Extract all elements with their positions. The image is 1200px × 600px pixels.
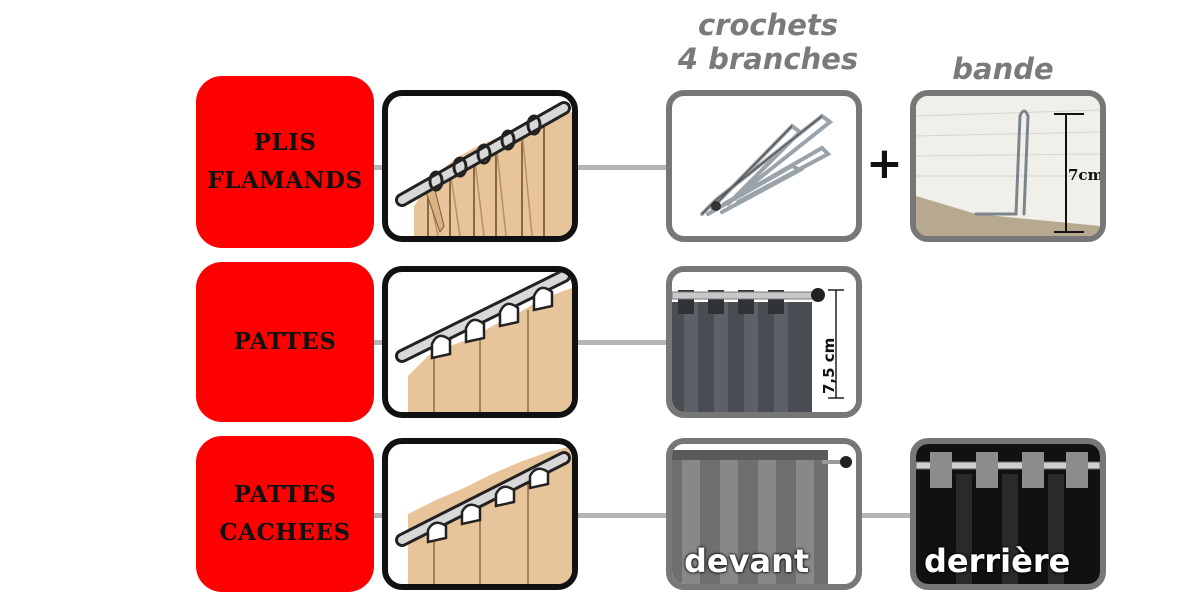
thumb-pattes (382, 266, 578, 418)
label-line: CACHEES (219, 519, 351, 546)
curtain-rod-hidden-tab-icon (395, 446, 572, 584)
photo-bande: 7cm (910, 90, 1106, 242)
connector-row3 (578, 513, 668, 518)
label-pattes-cachees: PATTES CACHEES (196, 436, 374, 592)
label-line: FLAMANDS (207, 167, 363, 194)
crochets-heading-line2: 4 branches (677, 42, 859, 76)
photo-crochets (666, 90, 862, 242)
crochets-heading-line1: crochets (697, 8, 839, 42)
connector-row2 (578, 340, 668, 345)
connector-row1-left (374, 165, 388, 170)
thumb-plis-flamands (382, 90, 578, 242)
caption-derriere: derrière (924, 542, 1071, 580)
photo-pattes: 7,5 cm (666, 266, 862, 418)
connector-row3-left (374, 513, 388, 518)
crochets-heading: crochets 4 branches (668, 8, 868, 76)
pattes-measure: 7,5 cm (820, 338, 838, 394)
plus-sign: + (866, 138, 903, 189)
bande-heading: bande (952, 52, 1054, 86)
label-line: PLIS (253, 129, 317, 156)
connector-row2-left (374, 340, 388, 345)
caption-devant: devant (684, 542, 810, 580)
connector-row1 (578, 165, 668, 170)
hidden-tab-front-photo (672, 444, 856, 584)
thumb-pattes-cachees (382, 438, 578, 590)
tab-top-photo: 7,5 cm (672, 272, 856, 412)
pleat-tape-icon: 7cm (916, 96, 1100, 236)
curtain-rod-pinch-pleat-icon (395, 101, 572, 236)
bande-measure: 7cm (1068, 166, 1100, 184)
label-pattes: PATTES (196, 262, 374, 422)
label-line: PATTES (233, 481, 337, 508)
photo-devant: devant (666, 438, 862, 590)
connector-row3-right (860, 513, 912, 518)
label-plis-flamands: PLIS FLAMANDS (196, 76, 374, 248)
four-prong-hook-icon (700, 113, 834, 216)
hidden-tab-back-photo (916, 444, 1100, 584)
label-line: PATTES (233, 328, 337, 355)
photo-derriere: derrière (910, 438, 1106, 590)
curtain-rod-tab-top-icon (395, 272, 572, 412)
